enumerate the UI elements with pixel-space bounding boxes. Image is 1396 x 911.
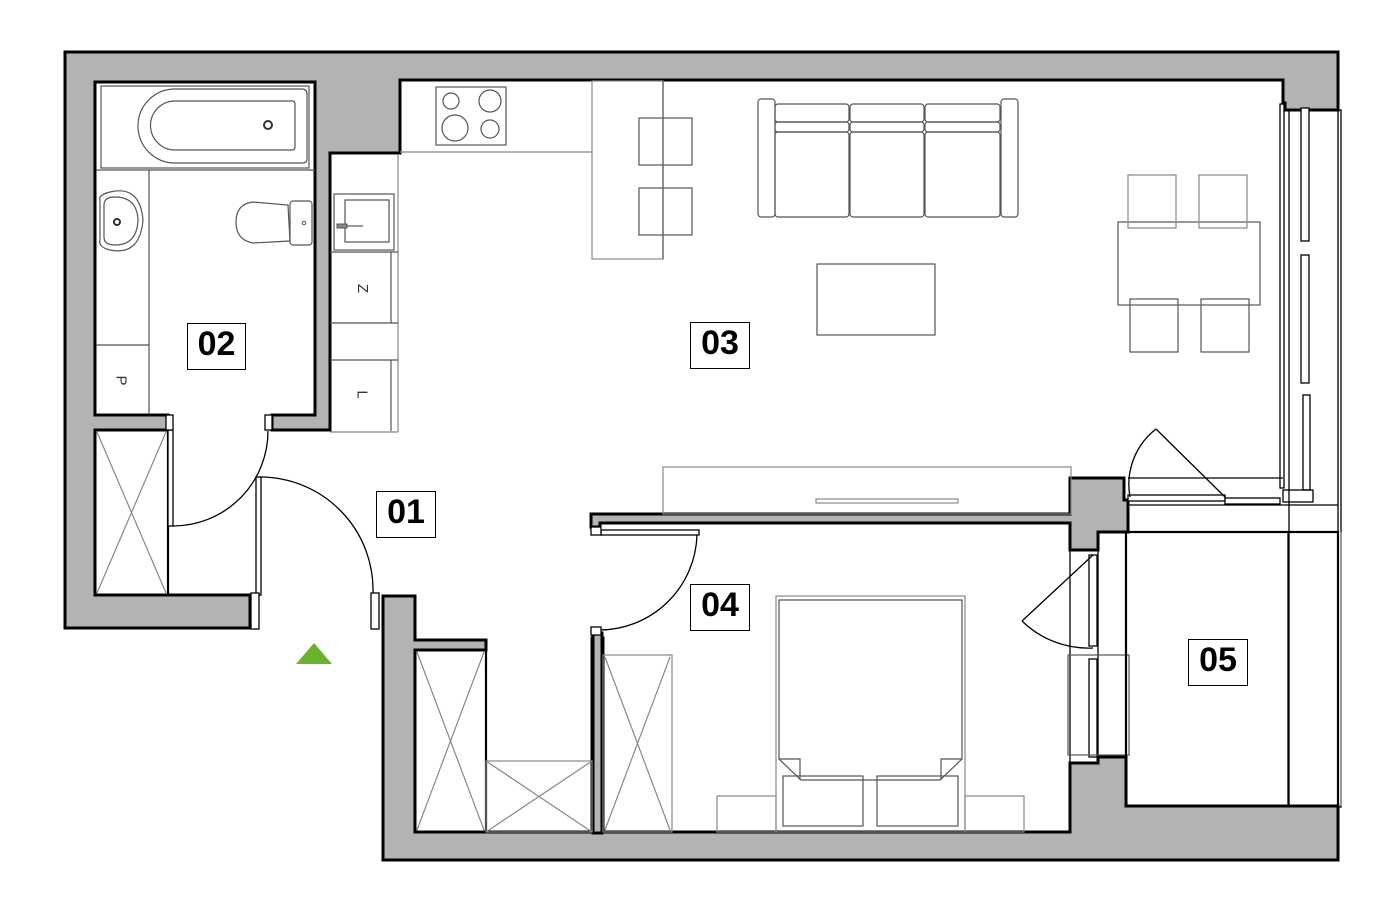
bedroom-closet-hall xyxy=(413,648,593,834)
wall-south xyxy=(381,594,1340,862)
toilet xyxy=(235,200,313,246)
washbasin xyxy=(99,190,144,252)
bathtub xyxy=(100,85,310,169)
room-label-05: 05 xyxy=(1188,639,1248,686)
bed xyxy=(716,595,1025,833)
entry-door xyxy=(250,476,380,630)
bedroom-door xyxy=(590,526,700,636)
bedroom-wardrobe xyxy=(602,654,673,833)
dining-table xyxy=(1117,174,1261,353)
fixture-letter-l: L xyxy=(353,390,371,399)
kitchen-counter-top xyxy=(400,86,592,153)
entry-triangle-icon xyxy=(296,643,332,664)
kitchen-counter-left xyxy=(330,155,399,433)
bathroom-door xyxy=(165,414,273,527)
coffee-table xyxy=(816,263,936,336)
bedroom-window xyxy=(1021,549,1130,764)
balcony-door-living xyxy=(1127,428,1338,506)
wall-closet-divider xyxy=(591,631,604,835)
sofa xyxy=(757,98,1019,218)
hall-wardrobe xyxy=(93,428,170,597)
fixture-letter-p: P xyxy=(112,375,130,386)
room-label-03: 03 xyxy=(690,322,750,369)
balcony xyxy=(1124,530,1342,808)
east-window xyxy=(1279,103,1342,808)
fixture-letter-z: Z xyxy=(354,283,372,294)
room-label-04: 04 xyxy=(690,584,750,631)
tv-cabinet xyxy=(662,466,1072,515)
kitchen-island xyxy=(591,80,693,260)
room-label-02: 02 xyxy=(187,323,246,370)
room-label-01: 01 xyxy=(376,491,436,538)
